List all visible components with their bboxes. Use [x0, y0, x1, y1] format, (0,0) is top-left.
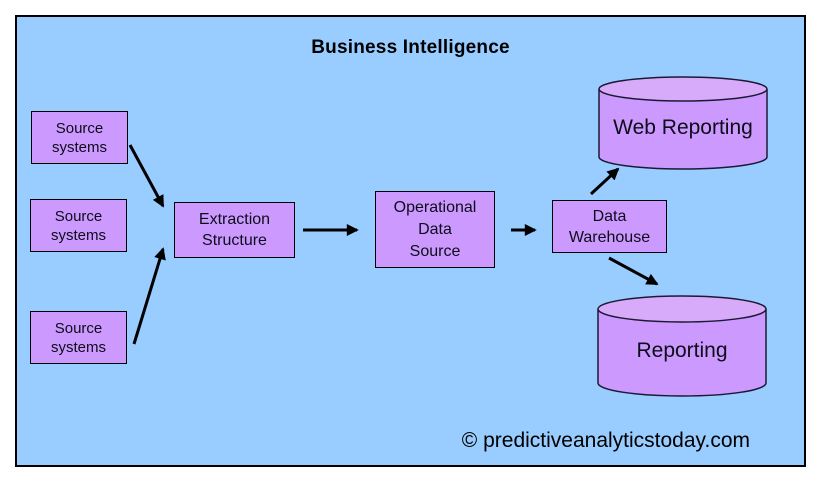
node-reporting-cylinder: Reporting	[597, 295, 767, 397]
node-web-reporting-label: Web Reporting	[613, 116, 753, 139]
node-operational-data-source: Operational Data Source	[375, 191, 495, 268]
node-source-systems-2-label: Source systems	[50, 207, 106, 244]
cylinder-shape-web-reporting	[598, 76, 768, 170]
node-data-warehouse-label: Data Warehouse	[568, 207, 651, 246]
node-source-systems-1: Source systems	[31, 111, 128, 164]
node-web-reporting-cylinder: Web Reporting	[598, 76, 768, 170]
arrow-source1-to-extraction	[128, 144, 165, 208]
node-extraction-structure-label: Extraction Structure	[198, 211, 271, 249]
node-source-systems-3-label: Source systems	[50, 319, 106, 356]
arrow-warehouse-to-web-reporting	[589, 167, 620, 196]
diagram-title: Business Intelligence	[311, 37, 510, 58]
node-data-warehouse: Data Warehouse	[552, 200, 667, 253]
node-source-systems-1-label: Source systems	[51, 119, 107, 156]
copyright-text: © predictiveanalyticstoday.com	[461, 429, 750, 452]
arrow-warehouse-to-reporting	[608, 256, 659, 286]
arrow-source3-to-extraction	[132, 247, 166, 345]
node-extraction-structure: Extraction Structure	[174, 202, 295, 258]
cylinder-shape-reporting	[597, 295, 767, 397]
node-source-systems-3: Source systems	[30, 311, 127, 364]
node-reporting-label: Reporting	[636, 339, 728, 362]
diagram-panel: Business Intelligence Source systems Sou…	[15, 15, 806, 467]
node-source-systems-2: Source systems	[30, 199, 127, 252]
node-operational-data-source-label: Operational Data Source	[393, 198, 477, 260]
